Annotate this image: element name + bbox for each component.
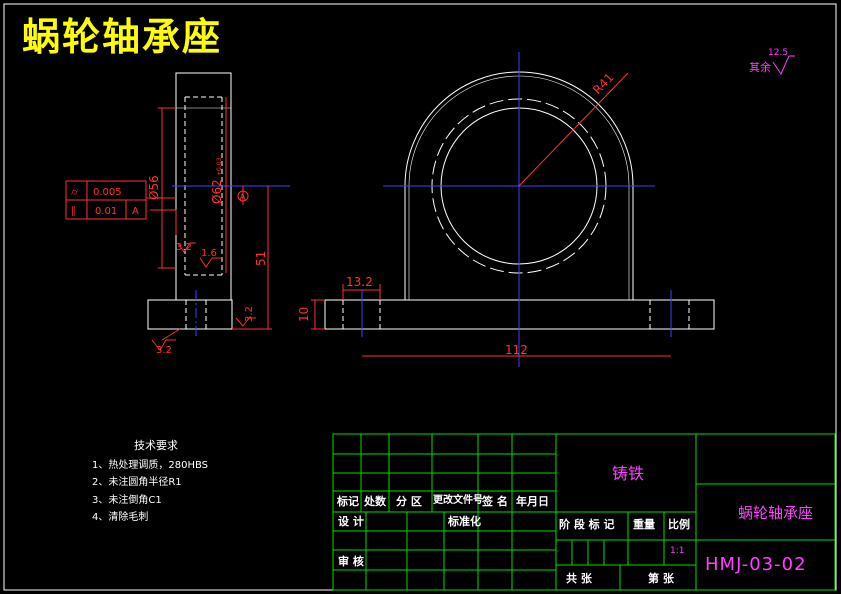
header-date: 年月日	[516, 495, 549, 508]
review-label: 审 核	[338, 555, 364, 568]
material: 铸铁	[612, 464, 645, 483]
dim-side-diameter: Ø56	[147, 175, 161, 200]
dim-radius: R41	[590, 70, 616, 97]
sheet-number: 第 张	[648, 572, 674, 585]
tol-symbol-1: ⌭	[71, 187, 79, 198]
standard-label: 标准化	[448, 515, 481, 528]
dim-bore-tolerance: +0.03	[216, 157, 223, 176]
tol-value-1: 0.005	[93, 187, 122, 198]
tolerance-frame	[65, 180, 147, 220]
header-zone: 分 区	[396, 495, 422, 508]
front-view-dims	[311, 72, 671, 357]
stage-label: 阶 段 标 记	[559, 518, 615, 531]
surface-note-label: 其余	[749, 60, 771, 74]
tech-item: 1、热处理调质，280HBS	[92, 459, 209, 471]
dim-height: 51	[254, 251, 268, 266]
title-block-grid	[332, 433, 836, 591]
dim-slot-right: 1.6	[201, 248, 217, 259]
dim-base-rough-bottom: 3.2	[156, 345, 172, 356]
header-signature: 签 名	[482, 495, 508, 508]
tol-symbol-2: ∥	[71, 206, 76, 217]
weight-label: 重量	[633, 518, 655, 531]
dim-overall-width: 112	[505, 343, 528, 357]
roughness-symbol	[772, 55, 795, 76]
ratio-label: 比例	[668, 518, 690, 531]
tech-heading: 技术要求	[134, 439, 178, 452]
tech-item: 4、清除毛刺	[92, 512, 149, 523]
header-change-doc: 更改文件号	[433, 495, 483, 506]
drawing-title: 蜗轮轴承座	[22, 15, 223, 59]
surface-note-value: 12.5	[768, 48, 788, 58]
dim-slot-left: 3.2	[176, 242, 192, 253]
scale-value: 1:1	[670, 546, 685, 556]
part-name: 蜗轮轴承座	[738, 504, 814, 522]
tol-value-2: 0.01	[95, 206, 117, 217]
tech-item: 2、未注圆角半径R1	[92, 477, 182, 488]
side-view-centerlines	[172, 185, 290, 337]
tol-datum: A	[132, 206, 139, 217]
header-count: 处数	[364, 495, 386, 508]
header-mark: 标记	[337, 495, 359, 508]
tech-item: 3、未注倒角C1	[92, 494, 162, 506]
datum-circle	[237, 190, 249, 202]
dim-base-thickness: 10	[297, 307, 311, 322]
dim-bore-diameter: Ø62	[210, 179, 224, 204]
datum-label: A	[240, 193, 247, 203]
tech-requirements: 技术要求 1、热处理调质，280HBS 2、未注圆角半径R1 3、未注倒角C1 …	[92, 437, 208, 527]
drawing-number: HMJ-03-02	[705, 554, 807, 575]
dim-base-rough-right: 3.2	[244, 306, 255, 322]
side-view-dims	[146, 97, 272, 351]
design-label: 设 计	[338, 515, 364, 528]
total-sheets: 共 张	[566, 572, 592, 585]
dim-hole-offset: 13.2	[346, 275, 373, 289]
